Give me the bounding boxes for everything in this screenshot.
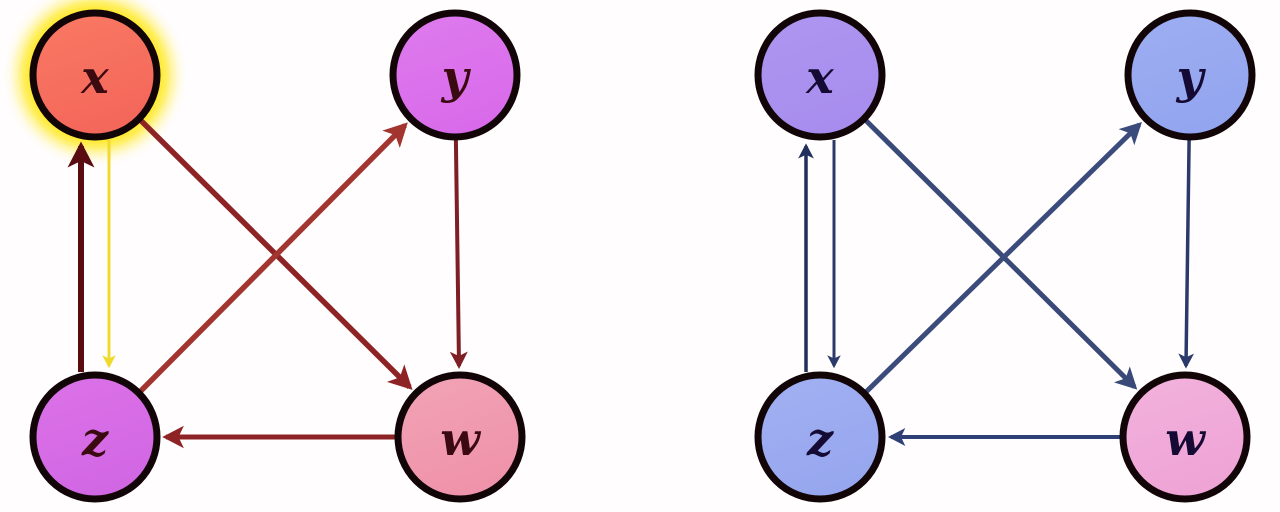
node-z[interactable]: z xyxy=(754,371,886,503)
node-y[interactable]: y xyxy=(1124,9,1256,141)
node-y[interactable]: y xyxy=(389,9,521,141)
edge-y-to-w xyxy=(1178,139,1195,369)
left-graph-panel: x y z w xyxy=(24,4,526,503)
node-w-circle[interactable] xyxy=(1119,371,1251,503)
node-z[interactable]: z xyxy=(29,371,161,503)
node-y-circle[interactable] xyxy=(1124,9,1256,141)
left-graph-canvas: x y z w xyxy=(24,4,526,503)
right-graph-panel: x y z w xyxy=(640,0,1280,512)
right-graph-canvas: x y z w xyxy=(754,9,1256,503)
node-layer: x y z w xyxy=(754,9,1256,503)
edge-z-to-y xyxy=(864,122,1142,394)
node-z-circle[interactable] xyxy=(754,371,886,503)
node-x-circle[interactable] xyxy=(29,9,161,141)
edge-layer xyxy=(67,118,468,449)
node-w[interactable]: w xyxy=(1119,371,1251,503)
node-z-label: z xyxy=(806,412,834,466)
node-x-label: x xyxy=(805,50,834,104)
node-w-circle[interactable] xyxy=(394,371,526,503)
node-x[interactable]: x xyxy=(29,9,161,141)
node-w[interactable]: w xyxy=(394,371,526,503)
node-y-label: y xyxy=(1176,50,1207,104)
edge-z-to-y xyxy=(138,122,408,393)
edge-y-to-w xyxy=(449,139,468,370)
node-y-circle[interactable] xyxy=(389,9,521,141)
node-x-circle[interactable] xyxy=(754,9,886,141)
node-x-label: x xyxy=(80,50,109,104)
edge-x-to-w xyxy=(864,118,1138,390)
edge-layer xyxy=(798,118,1195,446)
node-z-label: z xyxy=(81,412,109,466)
node-w-label: w xyxy=(440,412,481,466)
node-w-label: w xyxy=(1165,412,1206,466)
node-z-circle[interactable] xyxy=(29,371,161,503)
node-x[interactable]: x xyxy=(754,9,886,141)
node-y-label: y xyxy=(441,50,472,104)
node-layer: x y z w xyxy=(29,9,526,503)
